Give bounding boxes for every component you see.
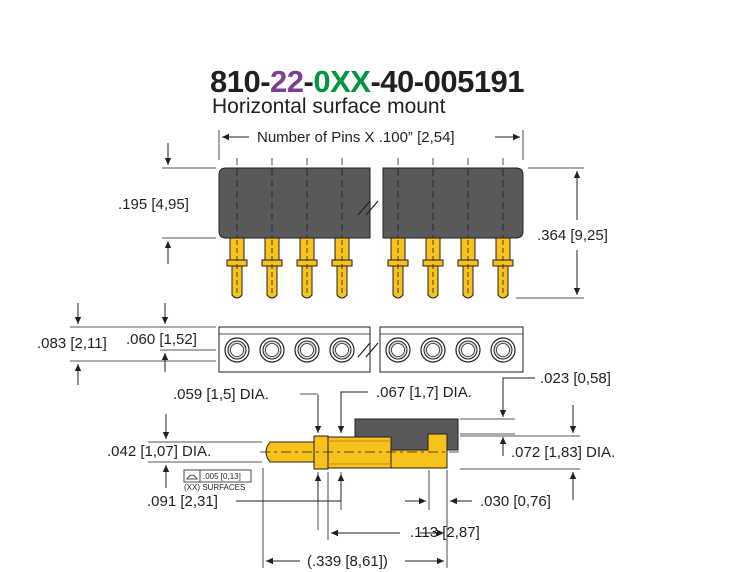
pins-pitch-label: Number of Pins X .100” [2,54] — [257, 129, 455, 146]
dim-339-label: (.339 [8,61]) — [307, 553, 388, 570]
side-view: .059 [1,5] DIA. .067 [1,7] DIA. .023 [0,… — [107, 370, 615, 570]
tolerance-value: .005 [0,13] — [203, 472, 241, 481]
dim-060-label: .060 [1,52] — [126, 331, 197, 348]
dim-091-label: .091 [2,31] — [147, 493, 218, 510]
dia-059-label: .059 [1,5] DIA. — [173, 386, 269, 403]
part-number-prefix: 810- — [210, 64, 271, 99]
height-195-label: .195 [4,95] — [118, 196, 189, 213]
dim-083-label: .083 [2,11] — [37, 335, 107, 352]
part-number-dash: - — [303, 64, 314, 99]
housing-body — [218, 167, 371, 239]
end-view: .083 [2,11] .060 [1,52] — [37, 303, 524, 385]
part-number-title: 810-22-0XX-40-005191 — [210, 64, 525, 100]
part-number-variant: 0XX — [313, 64, 371, 99]
flatness-tolerance-box: .005 [0,13] (XX) SURFACES — [183, 469, 252, 492]
pins-right — [387, 237, 514, 299]
profile-icon — [186, 474, 198, 480]
part-number-suffix: -40-005191 — [370, 64, 525, 99]
dia-067-label: .067 [1,7] DIA. — [376, 384, 472, 401]
top-view: Number of Pins X .100” [2,54] .195 [4,95… — [118, 129, 608, 299]
subtitle: Horizontal surface mount — [212, 95, 446, 118]
dia-042-label: .042 [1,07] DIA. — [107, 443, 211, 460]
dim-113-label: .113 [2,87] — [410, 524, 480, 541]
dim-023-label: .023 [0,58] — [540, 370, 611, 387]
tolerance-note: (XX) SURFACES — [184, 483, 245, 492]
height-364-label: .364 [9,25] — [537, 227, 608, 244]
pins-left — [226, 237, 353, 299]
dia-072-label: .072 [1,83] DIA. — [511, 444, 615, 461]
dim-030-label: .030 [0,76] — [480, 493, 551, 510]
part-number-series: 22 — [270, 64, 304, 99]
